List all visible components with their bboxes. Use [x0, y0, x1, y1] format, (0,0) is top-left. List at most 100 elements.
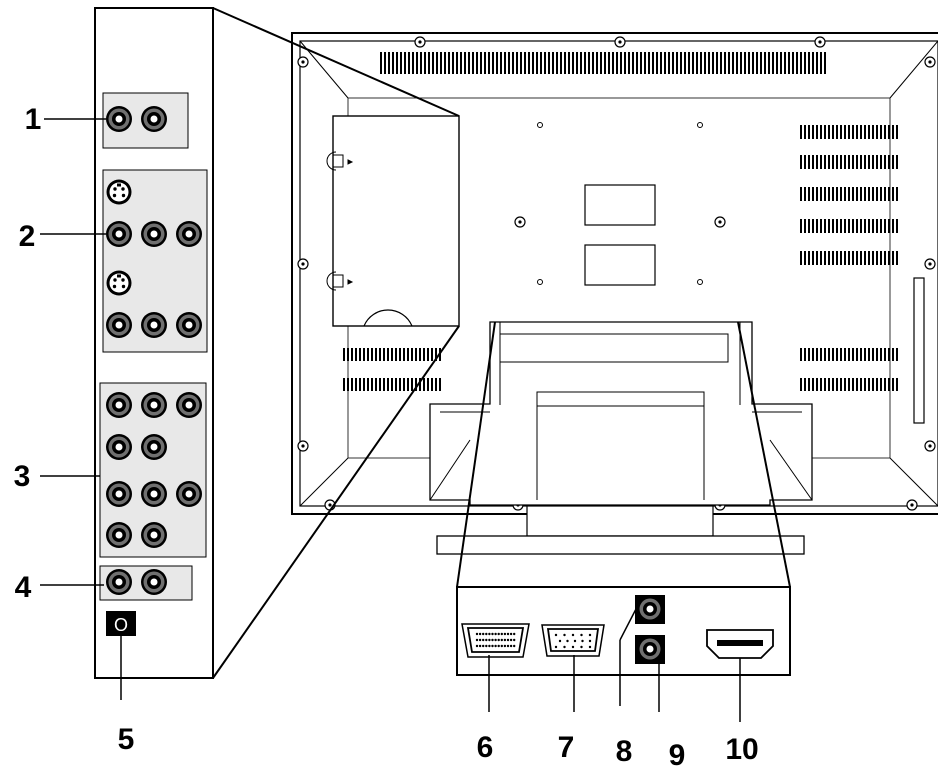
vent-slot [880, 378, 882, 391]
vent-slot [876, 219, 878, 233]
vent-slot [816, 219, 818, 233]
vent-slot [379, 378, 381, 391]
connector-pin [580, 645, 583, 649]
vent-slot [704, 52, 706, 74]
vent-slot [423, 348, 425, 361]
vent-slot [588, 52, 590, 74]
rca-jack-icon [106, 434, 132, 460]
connector-pin [491, 638, 494, 642]
vent-slot [712, 52, 714, 74]
rca-jack-icon [176, 221, 202, 247]
vent-slot [744, 52, 746, 74]
vent-slot [800, 378, 802, 391]
vent-slot [800, 187, 802, 201]
audio-jack-9 [635, 635, 665, 664]
rca-jack-icon [141, 569, 167, 595]
callout-2: 2 [19, 220, 36, 253]
rca-jack-icon [176, 481, 202, 507]
vent-slot [888, 219, 890, 233]
vent-slot [740, 52, 742, 74]
vent-slot [347, 378, 349, 391]
vent-slot [396, 52, 398, 74]
vent-slot [419, 348, 421, 361]
vent-slot [816, 251, 818, 265]
connector-pin [513, 644, 516, 648]
vent-slot [896, 348, 898, 361]
vent-slot [772, 52, 774, 74]
vent-slot [880, 251, 882, 265]
vent-slot [536, 52, 538, 74]
callout-9: 9 [669, 739, 686, 771]
vent-slot [864, 219, 866, 233]
vent-slot [359, 348, 361, 361]
rca-jack-icon [106, 106, 132, 132]
vent-slot [892, 251, 894, 265]
vent-slot [419, 378, 421, 391]
vent-slot [808, 219, 810, 233]
rca-jack-icon [637, 596, 663, 622]
vent-slot [852, 125, 854, 139]
connector-pin [509, 644, 513, 648]
vent-slot [800, 219, 802, 233]
vga-port-icon [541, 624, 605, 657]
rca-jack-icon [106, 221, 132, 247]
connector-pin [488, 638, 491, 642]
vent-slot [391, 348, 393, 361]
zoom-lines-left [212, 7, 460, 679]
vent-slot [880, 219, 882, 233]
vent-slot [516, 52, 518, 74]
vent-slot [804, 251, 806, 265]
vent-slot [864, 187, 866, 201]
right-vents [800, 125, 898, 265]
side-slot [913, 277, 925, 424]
vent-slot [836, 348, 838, 361]
vent-slot [680, 52, 682, 74]
rca-jack-icon [141, 221, 167, 247]
vent-slot [700, 52, 702, 74]
vent-slot [844, 125, 846, 139]
vent-slot [884, 187, 886, 201]
vent-slot [716, 52, 718, 74]
vent-slot [800, 348, 802, 361]
vent-slot [468, 52, 470, 74]
vent-slot [420, 52, 422, 74]
rca-jack-icon [106, 522, 132, 548]
vent-slot [399, 348, 401, 361]
callout-3: 3 [14, 460, 31, 493]
vent-slot [359, 378, 361, 391]
connector-pin [485, 644, 488, 648]
vent-slot [748, 52, 750, 74]
vent-slot [564, 52, 566, 74]
vent-slot [576, 52, 578, 74]
vent-slot [412, 52, 414, 74]
rca-jack-icon [141, 392, 167, 418]
vent-slot [832, 219, 834, 233]
connector-pin [503, 644, 507, 648]
vent-slot [407, 348, 409, 361]
vent-slot [876, 348, 878, 361]
vent-slot [367, 378, 369, 391]
vent-slot [820, 187, 822, 201]
vent-slot [856, 187, 858, 201]
vent-slot [492, 52, 494, 74]
vent-slot [836, 187, 838, 201]
vent-slot [832, 187, 834, 201]
callout-8: 8 [616, 735, 633, 768]
vent-slot [884, 348, 886, 361]
vent-slot [488, 52, 490, 74]
vent-slot [423, 378, 425, 391]
vent-slot [888, 125, 890, 139]
vent-slot [411, 378, 413, 391]
vent-slot [860, 219, 862, 233]
vent-slot [544, 52, 546, 74]
vent-slot [820, 378, 822, 391]
vent-slot [439, 378, 441, 391]
vent-slot [355, 348, 357, 361]
connector-pin [503, 632, 507, 636]
vent-slot [840, 155, 842, 169]
vent-slot [852, 378, 854, 391]
vent-slot [828, 251, 830, 265]
vent-slot [872, 378, 874, 391]
connector-pin [494, 632, 497, 636]
vent-slot [804, 187, 806, 201]
